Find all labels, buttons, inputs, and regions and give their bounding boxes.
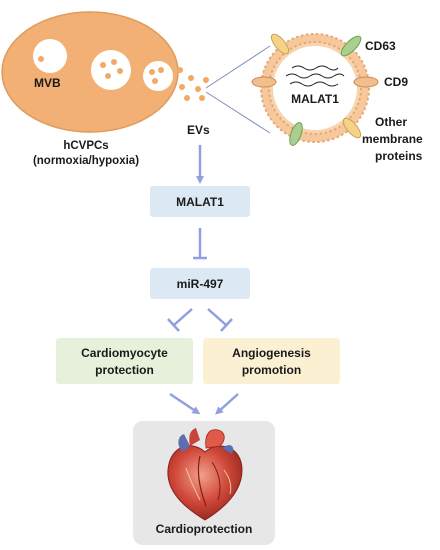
malat1-box-label: MALAT1 bbox=[176, 195, 224, 209]
protein-label-membrane: membrane bbox=[362, 132, 423, 146]
cd9-protein bbox=[353, 76, 379, 88]
evs-label: EVs bbox=[187, 123, 210, 137]
cardiomyocyte-label-line2: protection bbox=[95, 363, 154, 377]
mvb-label: MVB bbox=[34, 76, 61, 90]
cd63-protein bbox=[340, 35, 362, 57]
inhibit-malat1-mir497 bbox=[193, 228, 207, 260]
zoom-line-bottom bbox=[205, 91, 271, 134]
inhibit-to-angiogenesis bbox=[207, 308, 233, 332]
cardioprotection-label: Cardioprotection bbox=[156, 522, 253, 536]
other-protein-top bbox=[270, 33, 290, 55]
heart-icon bbox=[167, 428, 243, 521]
protein-label-proteins: proteins bbox=[375, 149, 423, 163]
mvb-left bbox=[33, 39, 67, 73]
arrow-right-to-final bbox=[215, 393, 239, 415]
vesicle-detail: MALAT1 CD63 CD9 Other membrane proteins bbox=[251, 33, 423, 163]
mvb-right bbox=[91, 50, 131, 90]
budding-vesicle bbox=[143, 61, 173, 91]
vesicle-lumen bbox=[273, 46, 357, 130]
protein-label-cd63: CD63 bbox=[365, 39, 396, 53]
protein-label-cd9: CD9 bbox=[384, 75, 408, 89]
zoom-line-top bbox=[205, 45, 271, 89]
malat1-box bbox=[150, 186, 250, 217]
other-protein-bottom-right bbox=[342, 117, 362, 139]
inhibit-to-cardiomyocyte bbox=[167, 308, 193, 332]
mir497-box-label: miR-497 bbox=[177, 277, 224, 291]
rna-strands bbox=[285, 65, 345, 87]
cell-caption-line2: (normoxia/hypoxia) bbox=[33, 155, 139, 167]
protein-label-other: Other bbox=[375, 115, 407, 129]
angiogenesis-label-line2: promotion bbox=[242, 363, 301, 377]
ev-dots bbox=[177, 67, 209, 101]
cardiomyocyte-label-line1: Cardiomyocyte bbox=[81, 346, 168, 360]
other-protein-left bbox=[251, 76, 277, 88]
mir497-box bbox=[150, 268, 250, 299]
other-protein-bottom-left bbox=[289, 122, 303, 146]
cell-caption-line1: hCVPCs bbox=[63, 140, 108, 152]
angiogenesis-box bbox=[203, 338, 340, 384]
cell-group: MVB hCVPCs (normoxia/hypoxia) bbox=[1, 11, 179, 167]
arrow-left-to-final bbox=[169, 392, 201, 415]
cardiomyocyte-box bbox=[56, 338, 193, 384]
angiogenesis-label-line1: Angiogenesis bbox=[232, 346, 311, 360]
vesicle-cargo-label: MALAT1 bbox=[291, 92, 339, 106]
